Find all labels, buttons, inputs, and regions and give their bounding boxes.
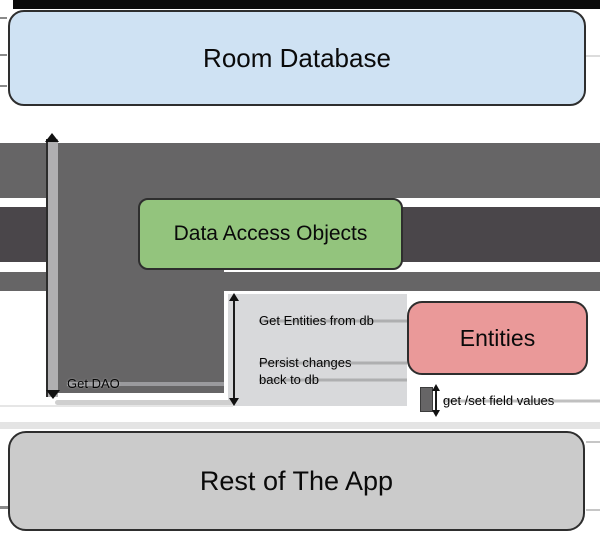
edge-label-get-entities: Get Entities from db [259, 312, 407, 329]
artifact-line [0, 17, 7, 19]
arrowhead-down-icon [46, 390, 60, 399]
edge-label-get-dao: Get DAO [67, 375, 224, 392]
artifact-line [0, 85, 7, 87]
arrowhead-up-icon [229, 293, 239, 301]
entities-exchange-arrow-shaft [233, 297, 235, 403]
artifact-line [586, 441, 600, 443]
data-access-objects-label: Data Access Objects [173, 222, 368, 245]
artifact-stripe [0, 422, 600, 429]
arrowhead-down-icon [229, 398, 239, 406]
artifact-line [0, 54, 7, 56]
artifact-line [586, 55, 600, 57]
room-database-label: Room Database [203, 42, 391, 73]
get-set-arrow-bar [420, 387, 433, 412]
artifact-line [586, 509, 600, 511]
entities-node: Entities [407, 301, 588, 375]
artifact-line [0, 405, 233, 407]
edge-label-persist-changes-line2: back to db [259, 371, 407, 388]
room-database-node: Room Database [8, 10, 586, 106]
rest-of-app-label: Rest of The App [199, 465, 394, 496]
artifact-line [0, 506, 8, 509]
arrowhead-up-icon [45, 133, 59, 142]
arrowhead-up-icon [432, 384, 440, 391]
get-dao-arrow-shaft [46, 139, 58, 397]
edge-label-persist-changes-line1: Persist changes [259, 354, 407, 371]
top-black-bar [13, 0, 600, 9]
get-set-arrow-shaft [435, 388, 437, 412]
data-access-objects-node: Data Access Objects [138, 198, 403, 270]
rest-of-app-node: Rest of The App [8, 431, 585, 531]
entities-exchange-panel [228, 294, 407, 406]
arrowhead-down-icon [432, 410, 440, 417]
artifact-line [55, 400, 233, 405]
entities-label: Entities [459, 324, 536, 351]
edge-label-get-set-field-values: get /set field values [443, 392, 600, 409]
